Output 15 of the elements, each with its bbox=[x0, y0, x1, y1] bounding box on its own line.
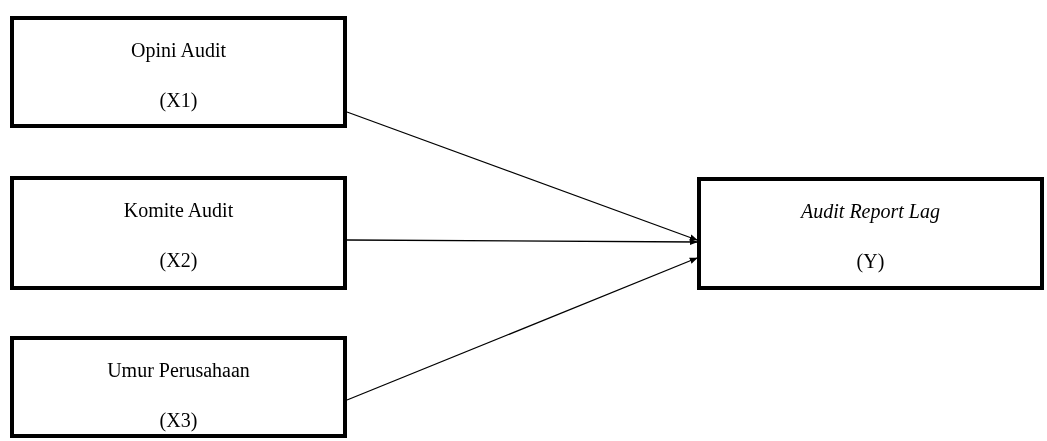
variable-box bbox=[10, 336, 347, 438]
arrow bbox=[346, 257, 698, 401]
variable-box bbox=[10, 176, 347, 290]
variable-name: Audit Report Lag bbox=[799, 199, 941, 223]
variable-code: (X2) bbox=[158, 248, 199, 272]
variable-code: (X1) bbox=[158, 88, 199, 112]
variable-code: (X3) bbox=[158, 408, 199, 432]
arrow bbox=[346, 111, 698, 241]
variable-box bbox=[697, 177, 1044, 290]
variable-name: Umur Perusahaan bbox=[106, 358, 251, 382]
variable-name: Komite Audit bbox=[122, 198, 235, 222]
variable-box bbox=[10, 16, 347, 128]
variable-code: (Y) bbox=[855, 249, 886, 273]
arrow bbox=[346, 238, 698, 246]
variable-name: Opini Audit bbox=[130, 38, 227, 62]
